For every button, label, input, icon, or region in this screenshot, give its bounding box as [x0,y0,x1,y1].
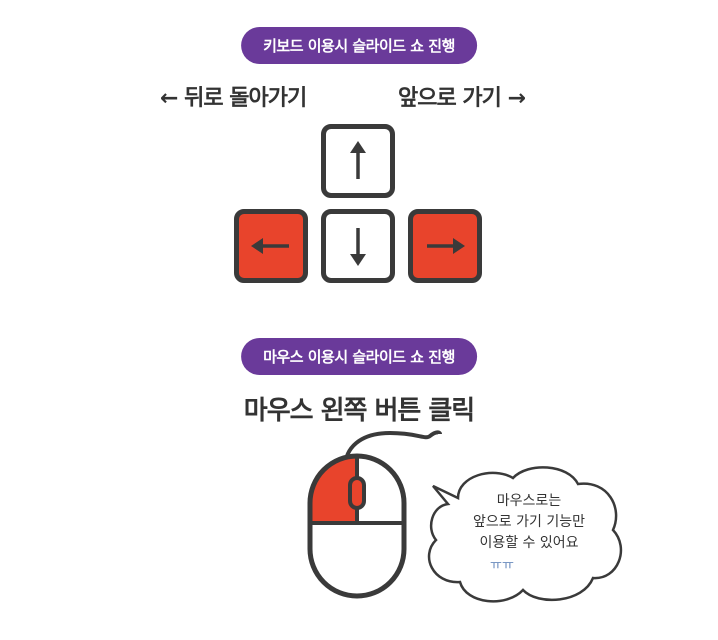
bubble-text-line2: 앞으로 가기 기능만 [473,514,585,530]
arrow-right-icon [427,238,465,254]
arrow-down-icon [350,228,366,266]
keyboard-section-pill: 키보드 이용시 슬라이드 쇼 진행 [241,27,477,64]
bubble-text-line3: 이용할 수 있어요 [479,535,579,551]
up-arrow-key [321,124,395,198]
left-arrow-key [234,209,308,283]
right-arrow-key [408,209,482,283]
scroll-wheel [348,476,366,510]
mouse-icon [307,430,442,599]
mouse-cable [343,430,442,469]
bubble-tears: ㅠㅠ [490,558,514,573]
back-label: ← 뒤로 돌아가기 [160,86,307,111]
speech-bubble [427,466,623,603]
mouse-instruction-title: 마우스 왼쪽 버튼 클릭 [243,396,475,426]
mouse-section-pill: 마우스 이용시 슬라이드 쇼 진행 [241,338,477,375]
forward-label: 앞으로 가기 → [398,86,526,111]
down-arrow-key [321,209,395,283]
bubble-text-line1: 마우스로는 [496,493,562,509]
arrow-left-icon [251,238,289,254]
arrow-up-icon [350,141,366,179]
